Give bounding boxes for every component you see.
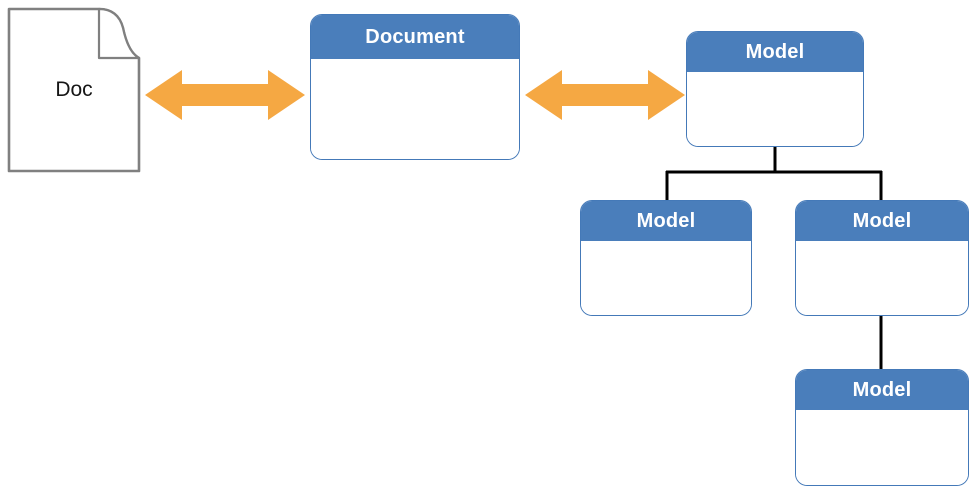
node-document-title: Document — [365, 25, 465, 48]
node-model-child-left-header: Model — [581, 201, 751, 241]
node-document[interactable]: Document — [310, 14, 520, 160]
node-model-grandchild-header: Model — [796, 370, 968, 410]
node-model-child-right-body — [796, 241, 968, 315]
node-model-grandchild[interactable]: Model — [795, 369, 969, 486]
node-model-root-body — [687, 72, 863, 146]
doc-to-document-arrow — [145, 70, 305, 120]
document-to-model-arrow — [525, 70, 685, 120]
node-model-grandchild-title: Model — [852, 378, 912, 401]
node-model-root-header: Model — [687, 32, 863, 72]
node-model-child-left-title: Model — [636, 209, 696, 232]
node-model-child-right[interactable]: Model — [795, 200, 969, 316]
node-model-grandchild-body — [796, 410, 968, 485]
node-document-header: Document — [311, 15, 519, 59]
doc-label-text: Doc — [55, 78, 93, 101]
node-model-child-right-title: Model — [852, 209, 912, 232]
node-document-body — [311, 59, 519, 159]
node-model-root-title: Model — [745, 40, 805, 63]
node-model-root[interactable]: Model — [686, 31, 864, 147]
node-model-child-right-header: Model — [796, 201, 968, 241]
doc-label: Doc — [8, 8, 140, 172]
document-fold-crease-icon — [97, 7, 141, 60]
node-model-child-left-body — [581, 241, 751, 315]
node-model-child-left[interactable]: Model — [580, 200, 752, 316]
